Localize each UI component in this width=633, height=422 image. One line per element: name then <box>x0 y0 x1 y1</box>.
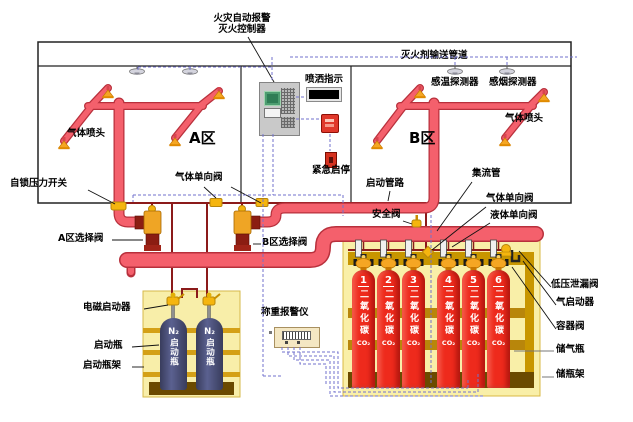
zone-a-piping <box>60 84 223 228</box>
cylinder-pilot-stubs <box>362 242 500 250</box>
gas-nozzles <box>57 86 551 150</box>
temp-detector-icon <box>447 66 463 75</box>
valve-b-label: B区选择阀 <box>262 237 308 248</box>
bottle-gas-text: N₂ <box>168 327 179 337</box>
cylinder-formula: CO₂ <box>381 339 396 347</box>
safety-valve <box>411 215 422 228</box>
emergency-stop-device <box>325 152 337 168</box>
solenoid-label: 电磁启动器 <box>83 302 131 313</box>
fire-alarm-controller-panel <box>259 82 300 136</box>
gas-check-valve-a2 <box>255 198 269 207</box>
controller-screen <box>264 91 281 106</box>
cylinder-name: 二氧化碳 <box>443 289 453 337</box>
bottle-gas-text: N₂ <box>204 327 215 337</box>
liquid-check-label: 液体单向阀 <box>490 210 538 221</box>
smoke-detector-label: 感烟探测器 <box>489 77 537 88</box>
detector-icon <box>129 66 145 75</box>
cylinder-number: 6 <box>493 275 504 287</box>
zone-b-label: B区 <box>409 129 436 147</box>
weighing-display <box>282 331 311 340</box>
gas-check-valve-a1 <box>209 198 223 207</box>
pressure-switch-label: 自锁压力开关 <box>10 178 68 189</box>
temp-detector-label: 感温探测器 <box>431 77 479 88</box>
detector-icon <box>182 66 198 75</box>
controller-label: 火灾自动报警 灭火控制器 <box>205 13 279 36</box>
spray-indicator-display <box>306 87 342 102</box>
leak-valve-label: 低压泄漏阀 <box>551 279 599 290</box>
spray-indicator-label: 喷洒指示 <box>305 74 344 85</box>
controller-button-grid <box>281 88 295 114</box>
bottle-name-text: 启动瓶 <box>168 338 179 367</box>
cylinder-number: 2 <box>383 275 394 287</box>
cylinder-number: 5 <box>468 275 479 287</box>
solenoid-actuator-1 <box>166 292 185 322</box>
cylinder-name: 二氧化碳 <box>468 289 478 337</box>
ceiling-detectors <box>129 66 515 75</box>
manifold-label: 集流管 <box>472 168 501 179</box>
starter-bottle-label: 启动瓶 <box>94 340 123 351</box>
co2-cylinder-4: 4 二氧化碳 CO₂ <box>437 270 460 388</box>
starter-bottle-1: N₂ 启动瓶 <box>160 318 187 390</box>
collecting-manifold <box>119 226 544 278</box>
low-pressure-leak-valve <box>500 244 521 263</box>
emergency-stop-label: 紧急启停 <box>312 165 351 176</box>
leader-lines-gray <box>514 350 554 378</box>
controller-label-line2: 灭火控制器 <box>218 24 266 36</box>
cylinder-formula: CO₂ <box>441 339 456 347</box>
safety-valve-label: 安全阀 <box>372 209 401 220</box>
weighing-label: 称重报警仪 <box>261 307 309 318</box>
weighing-alarm-device <box>274 327 320 348</box>
co2-cylinder-1: 1 二氧化碳 CO₂ <box>352 270 375 388</box>
gas-check-b-label: 气体单向阀 <box>486 193 534 204</box>
cylinder-name: 二氧化碳 <box>358 289 368 337</box>
cylinder-head-assemblies <box>353 239 509 272</box>
starter-bottle-2: N₂ 启动瓶 <box>196 318 223 390</box>
start-pipe-label: 启动管路 <box>366 178 405 189</box>
weighing-device-dot <box>269 331 272 334</box>
gas-starter-label: 气启动器 <box>556 297 595 308</box>
zone-a-label: A区 <box>189 129 216 147</box>
co2-cylinder-2: 2 二氧化碳 CO₂ <box>377 270 400 388</box>
cylinder-number: 1 <box>358 275 369 287</box>
valve-a-label: A区选择阀 <box>58 233 104 244</box>
cylinder-formula: CO₂ <box>356 339 371 347</box>
co2-cylinder-6: 6 二氧化碳 CO₂ <box>487 270 510 388</box>
cylinder-formula: CO₂ <box>406 339 421 347</box>
cylinder-formula: CO₂ <box>491 339 506 347</box>
cylinder-number: 3 <box>408 275 419 287</box>
cylinder-name: 二氧化碳 <box>383 289 393 337</box>
co2-cylinder-3: 3 二氧化碳 CO₂ <box>402 270 425 388</box>
gas-cylinder-label: 储气瓶 <box>556 344 585 355</box>
smoke-detector-icon <box>499 66 515 75</box>
controller-key-grid <box>281 117 295 128</box>
starter-rack-label: 启动瓶架 <box>83 360 122 371</box>
zone-a-selector-valve <box>134 205 162 251</box>
cylinder-name: 二氧化碳 <box>408 289 418 337</box>
cylinder-name: 二氧化碳 <box>493 289 503 337</box>
cylinder-rack-label: 储瓶架 <box>556 369 585 380</box>
gas-check-a-label: 气体单向阀 <box>175 172 223 183</box>
manual-alarm-station <box>321 114 339 133</box>
controller-printer-slot <box>264 108 281 118</box>
solenoid-actuator-2 <box>202 292 221 322</box>
co2-cylinder-5: 5 二氧化碳 CO₂ <box>462 270 485 388</box>
agent-pipe-label: 灭火剂输送管道 <box>399 50 470 62</box>
controller-label-line1: 火灾自动报警 <box>213 13 271 24</box>
nozzle-a-label: 气体喷头 <box>67 128 106 139</box>
cylinder-formula: CO₂ <box>466 339 481 347</box>
bottle-name-text: 启动瓶 <box>204 338 215 367</box>
container-valve-label: 容器阀 <box>556 321 585 332</box>
nozzle-b-label: 气体喷头 <box>505 113 544 124</box>
cylinder-number: 4 <box>443 275 454 287</box>
